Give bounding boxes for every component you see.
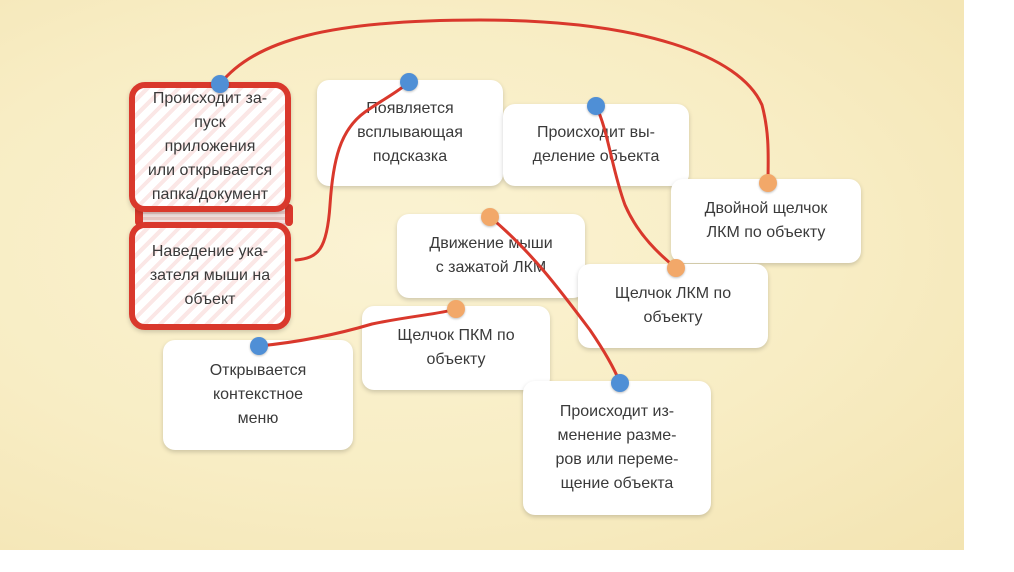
card-text: Наведение ука- зателя мыши на объект [149, 243, 271, 308]
card-text: Двойной щелчок ЛКМ по объекту [704, 200, 828, 241]
answer-lines [218, 18, 770, 385]
card-context-menu[interactable]: Открывается контекстное меню [163, 340, 353, 450]
connector-dot-context-menu[interactable] [250, 337, 268, 355]
card-double-click[interactable]: Двойной щелчок ЛКМ по объекту [671, 179, 861, 263]
link-select-to-left-click [594, 104, 678, 270]
card-left-click[interactable]: Щелчок ЛКМ по объекту [578, 264, 768, 348]
matching-board: Происходит за- пуск приложения или откры… [0, 0, 964, 550]
connector-dot-double-click[interactable] [759, 174, 777, 192]
link-drag-to-resize [488, 215, 622, 385]
card-launch-app[interactable]: Происходит за- пуск приложения или откры… [129, 82, 291, 212]
connector-dot-right-click[interactable] [447, 300, 465, 318]
connector-dot-drag[interactable] [481, 208, 499, 226]
card-text: Щелчок ПКМ по объекту [397, 327, 515, 368]
card-text: Появляется всплывающая подсказка [357, 100, 463, 165]
link-hover-to-tooltip [294, 80, 411, 262]
link-launch-to-double-click [218, 18, 770, 185]
connector-dot-launch[interactable] [211, 75, 229, 93]
card-text: Открывается контекстное меню [209, 362, 307, 427]
card-tooltip-appears[interactable]: Появляется всплывающая подсказка [317, 80, 503, 186]
connector-dot-select[interactable] [587, 97, 605, 115]
link-context-menu-to-right-click [257, 307, 458, 348]
card-resize-move[interactable]: Происходит из- менение разме- ров или пе… [523, 381, 711, 515]
card-right-click[interactable]: Щелчок ПКМ по объекту [362, 306, 550, 390]
card-text: Движение мыши с зажатой ЛКМ [429, 235, 553, 276]
card-text: Щелчок ЛКМ по объекту [614, 285, 732, 326]
card-text: Происходит за- пуск приложения или откры… [147, 90, 273, 203]
card-object-selected[interactable]: Происходит вы- деление объекта [503, 104, 689, 186]
connector-dot-resize[interactable] [611, 374, 629, 392]
connector-dot-left-click[interactable] [667, 259, 685, 277]
card-text: Происходит из- менение разме- ров или пе… [555, 403, 679, 492]
card-hover-pointer[interactable]: Наведение ука- зателя мыши на объект [129, 222, 291, 330]
connector-dot-tooltip[interactable] [400, 73, 418, 91]
